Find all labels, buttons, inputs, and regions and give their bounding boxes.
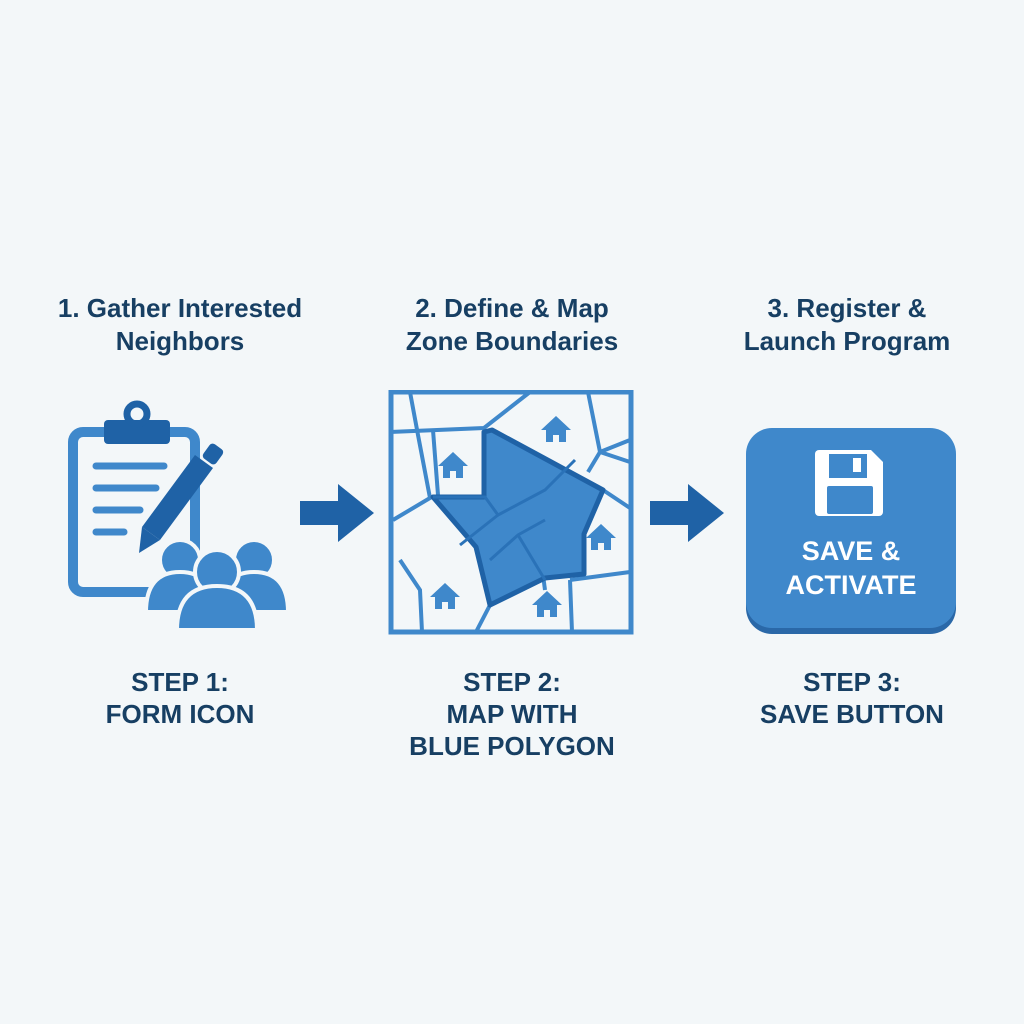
- step-3-heading: 3. Register & Launch Program: [687, 292, 1007, 358]
- save-and-activate-button[interactable]: SAVE & ACTIVATE: [746, 428, 956, 628]
- clipboard-form-icon: [68, 400, 291, 632]
- floppy-disk-icon: [815, 450, 883, 516]
- house-icons: [430, 416, 616, 617]
- people-icon: [143, 538, 291, 632]
- arrow-right-icon: [300, 484, 374, 542]
- heading-line: 3. Register &: [767, 293, 927, 323]
- step-2-heading: 2. Define & Map Zone Boundaries: [352, 292, 672, 358]
- save-button-label: SAVE & ACTIVATE: [746, 534, 956, 602]
- step-1-heading: 1. Gather Interested Neighbors: [20, 292, 340, 358]
- caption-line: STEP 1:: [131, 667, 229, 697]
- caption-line: BLUE POLYGON: [409, 731, 615, 761]
- heading-line: Neighbors: [115, 326, 245, 356]
- heading-line: 2. Define & Map: [415, 293, 609, 323]
- step-3-caption: STEP 3: SAVE BUTTON: [692, 666, 1012, 730]
- heading-line: Zone Boundaries: [405, 326, 619, 356]
- caption-line: STEP 2:: [463, 667, 561, 697]
- heading-line: Launch Program: [743, 326, 951, 356]
- arrow-right-icon: [650, 484, 724, 542]
- label-line: ACTIVATE: [785, 570, 917, 600]
- map-polygon-icon: [388, 390, 634, 635]
- caption-line: SAVE BUTTON: [760, 699, 944, 729]
- label-line: SAVE &: [801, 536, 901, 566]
- step-1-caption: STEP 1: FORM ICON: [20, 666, 340, 730]
- caption-line: FORM ICON: [105, 699, 255, 729]
- caption-line: MAP WITH: [446, 699, 578, 729]
- pen-icon: [139, 443, 224, 553]
- step-2-caption: STEP 2: MAP WITH BLUE POLYGON: [352, 666, 672, 762]
- caption-line: STEP 3:: [803, 667, 901, 697]
- heading-line: 1. Gather Interested: [57, 293, 303, 323]
